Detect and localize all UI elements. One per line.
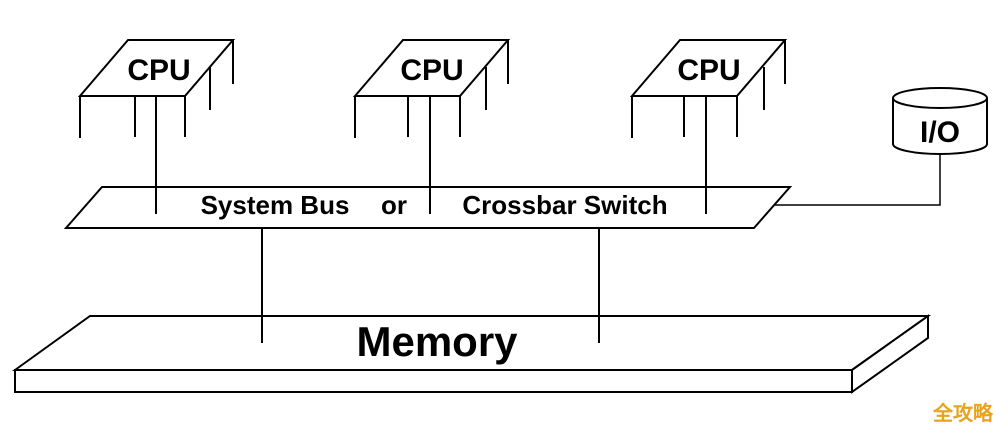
cpu-2-label: CPU <box>400 54 463 87</box>
bus-label-or: or <box>381 190 407 220</box>
watermark-logo: 全攻略 <box>932 401 994 425</box>
cpu-chip-1: CPU <box>77 39 236 214</box>
memory-label: Memory <box>356 318 518 365</box>
cpu-chip-2: CPU <box>352 39 511 214</box>
io-device: I/O <box>892 87 988 155</box>
cpu-3-label: CPU <box>677 54 740 87</box>
bus-label-crossbar-switch: Crossbar Switch <box>462 190 667 220</box>
memory-block: Memory <box>11 314 932 394</box>
io-label: I/O <box>920 116 960 149</box>
bus-io-link <box>775 154 941 206</box>
system-bus: System Bus or Crossbar Switch <box>63 186 793 229</box>
cpu-chip-3: CPU <box>629 39 788 214</box>
bus-label-system-bus: System Bus <box>201 190 350 220</box>
cpu-1-label: CPU <box>127 54 190 87</box>
